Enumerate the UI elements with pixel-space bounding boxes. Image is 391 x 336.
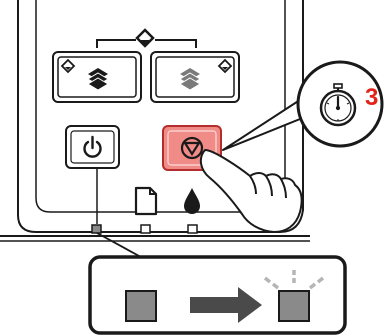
- copy-indicator: [96, 28, 197, 48]
- step-number: 3: [365, 84, 379, 111]
- indicator-lights: [91, 224, 198, 234]
- right-arrow-icon: [190, 287, 262, 323]
- flash-rays: [263, 270, 325, 290]
- stop-reset-icon: [180, 136, 204, 160]
- diamond-icon: [60, 58, 76, 74]
- stacked-paper-black-icon: [87, 68, 109, 91]
- diamond-icon: [135, 28, 155, 48]
- pointing-hand-icon: [199, 149, 303, 233]
- paper-icon: [134, 186, 158, 216]
- ink-light: [187, 224, 198, 234]
- diamond-icon: [217, 58, 233, 74]
- color-copy-button[interactable]: [150, 51, 240, 103]
- light-state-detail: [88, 255, 347, 335]
- power-button[interactable]: [65, 125, 120, 169]
- timer-icon: [319, 83, 357, 127]
- power-icon: [83, 135, 102, 158]
- ink-drop-icon: [184, 188, 200, 214]
- light-off-square: [125, 290, 157, 322]
- stacked-paper-gray-icon: [179, 68, 201, 91]
- paper-light: [140, 224, 151, 234]
- power-light: [91, 224, 102, 234]
- bw-copy-button[interactable]: [52, 51, 142, 103]
- timer-callout: [222, 60, 384, 151]
- light-flashing-square: [278, 290, 310, 322]
